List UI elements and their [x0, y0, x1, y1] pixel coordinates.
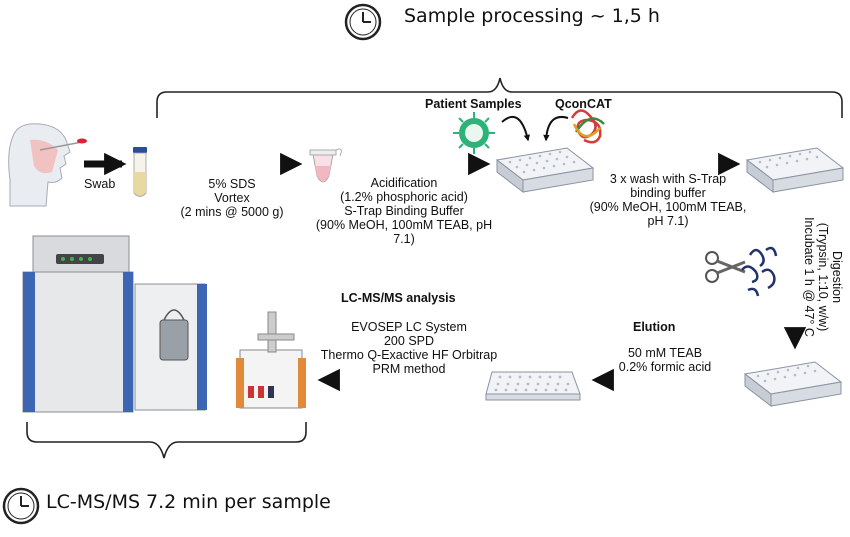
top-bracket — [156, 77, 843, 118]
clock-icon — [2, 487, 40, 525]
sample-tube-icon — [133, 147, 147, 197]
lcms-time-label: LC-MS/MS 7.2 min per sample — [46, 491, 331, 513]
scissors-icon — [705, 251, 746, 283]
96-well-plate-icon — [743, 361, 843, 408]
qconcat-label: QconCAT — [555, 97, 612, 111]
lcms-title: LC-MS/MS analysis — [341, 291, 456, 305]
patient-samples-label: Patient Samples — [425, 97, 522, 111]
bottom-bracket — [26, 422, 307, 459]
person-swab-icon — [8, 123, 87, 207]
curved-arrow — [543, 116, 569, 142]
qconcat-protein-icon — [570, 109, 605, 144]
evosep-lc-icon — [236, 311, 306, 409]
eppendorf-tube-icon — [309, 148, 342, 183]
elution-title: Elution — [633, 320, 676, 334]
processing-time-label: Sample processing ~ 1,5 h — [404, 5, 660, 27]
mass-spectrometer-icon — [22, 235, 207, 413]
curved-arrow — [501, 116, 530, 142]
96-well-plate-icon — [745, 147, 845, 194]
peptide-fragments-icon — [741, 246, 778, 297]
virus-icon — [453, 112, 495, 154]
96-well-plate-icon — [485, 371, 581, 401]
swab-label: Swab — [84, 177, 116, 191]
96-well-plate-icon — [495, 147, 595, 194]
clock-icon — [344, 3, 382, 41]
